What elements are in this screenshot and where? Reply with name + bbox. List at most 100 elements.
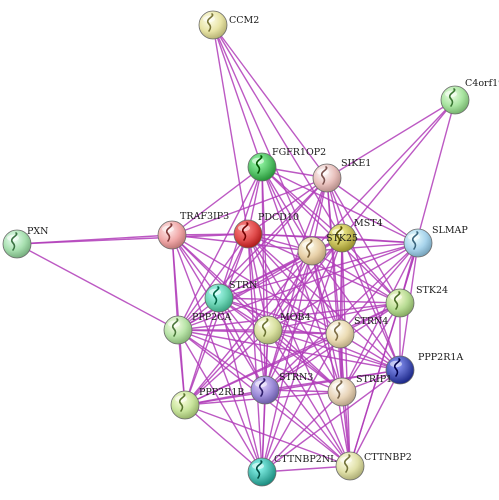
node-c4orf19[interactable]: C4orf19	[440, 78, 499, 115]
node-ppp2ca[interactable]: PPP2CA	[163, 312, 231, 345]
node-outline	[250, 375, 280, 405]
edge-stk25-mob4	[267, 250, 313, 331]
protein-structure-icon	[255, 460, 263, 479]
edge-stk25-ppp2r1b	[184, 250, 313, 406]
node-outline	[2, 229, 32, 259]
edge-sike1-slmap	[326, 177, 419, 244]
edge-stk24-ppp2ca	[177, 302, 401, 331]
edge-pxn-pdcd10	[16, 233, 249, 245]
edge-fgfr1op2-mst4	[261, 166, 343, 239]
node-outline	[247, 152, 277, 182]
node-outline	[233, 219, 263, 249]
edge-ccm2-mst4	[212, 24, 343, 239]
edge-pdcd10-strn3	[247, 233, 266, 391]
node-outline	[327, 223, 357, 253]
node-outline	[385, 288, 415, 318]
node-ppp2r1b[interactable]: PPP2R1B	[170, 387, 244, 420]
node-sike1[interactable]: SIKE1	[312, 158, 371, 193]
node-stk24[interactable]: STK24	[385, 285, 448, 318]
edges-layer	[16, 24, 456, 473]
node-strn3[interactable]: STRN3	[250, 372, 313, 405]
node-strn[interactable]: STRN	[204, 280, 257, 313]
edge-sike1-strn	[218, 177, 328, 299]
edge-pdcd10-ppp2r1a	[247, 233, 401, 371]
edge-pdcd10-ppp2ca	[177, 233, 249, 331]
edge-ccm2-fgfr1op2	[212, 24, 263, 168]
edge-mob4-ppp2r1b	[184, 329, 269, 406]
edge-pdcd10-cttnbp2	[247, 233, 351, 467]
node-ppp2r1a[interactable]: PPP2R1A	[385, 352, 463, 385]
node-outline	[327, 377, 357, 407]
node-outline	[163, 315, 193, 345]
edge-strn-ppp2r1b	[184, 297, 220, 406]
node-slmap[interactable]: SLMAP	[403, 225, 468, 258]
node-label: STRN3	[279, 372, 313, 383]
edge-fgfr1op2-ppp2ca	[177, 166, 263, 331]
node-label: PPP2R1A	[418, 352, 463, 363]
node-traf3ip3[interactable]: TRAF3IP3	[157, 211, 229, 250]
node-stk25[interactable]: STK25	[297, 233, 358, 266]
node-outline	[247, 457, 277, 487]
edge-pdcd10-strip1	[247, 233, 343, 393]
edge-fgfr1op2-strn3	[261, 166, 266, 391]
edge-stk25-stk24	[311, 250, 401, 304]
edge-strn-strn3	[218, 297, 266, 391]
node-outline	[253, 315, 283, 345]
node-outline	[157, 220, 187, 250]
edge-c4orf19-stk24	[399, 99, 456, 304]
protein-structure-icon	[335, 226, 343, 245]
edge-ccm2-sike1	[212, 24, 328, 179]
edge-cttnbp2nl-cttnbp2	[261, 465, 351, 473]
protein-structure-icon	[255, 155, 263, 174]
node-label: PPP2R1B	[199, 387, 244, 398]
node-outline	[440, 85, 470, 115]
edge-c4orf19-sike1	[326, 99, 456, 179]
node-mst4[interactable]: MST4	[327, 218, 383, 253]
edge-sike1-mob4	[267, 177, 328, 331]
edge-strn-cttnbp2	[218, 297, 351, 467]
edge-strip1-cttnbp2nl	[261, 391, 343, 473]
node-strip1[interactable]: STRIP1	[327, 374, 392, 407]
edge-stk24-cttnbp2	[349, 302, 401, 467]
edge-mst4-ppp2r1a	[341, 237, 401, 371]
edge-strn-cttnbp2nl	[218, 297, 263, 473]
protein-structure-icon	[393, 291, 401, 310]
node-label: TRAF3IP3	[180, 211, 229, 222]
edge-slmap-ppp2ca	[177, 242, 419, 331]
node-label: PXN	[27, 226, 48, 237]
node-label: CTTNBP2NL	[274, 454, 337, 465]
node-outline	[170, 390, 200, 420]
protein-structure-icon	[10, 232, 18, 251]
edge-slmap-strip1	[341, 242, 419, 393]
node-pdcd10[interactable]: PDCD10	[233, 212, 299, 249]
protein-structure-icon	[333, 322, 341, 341]
node-strn4[interactable]: STRN4	[325, 316, 388, 349]
node-label: PPP2CA	[192, 312, 231, 323]
node-cttnbp2[interactable]: CTTNBP2	[335, 451, 412, 481]
node-mob4[interactable]: MOB4	[253, 312, 311, 345]
edge-sike1-strn3	[264, 177, 328, 391]
edge-mst4-strn3	[264, 237, 343, 391]
protein-structure-icon	[448, 88, 456, 107]
protein-structure-icon	[241, 222, 249, 241]
edge-ppp2r1a-cttnbp2	[349, 369, 401, 467]
edge-strn-strn4	[218, 297, 341, 335]
edge-ccm2-pdcd10	[212, 24, 249, 235]
edge-fgfr1op2-traf3ip3	[171, 166, 263, 236]
edge-ppp2r1a-ppp2r1b	[184, 369, 401, 406]
edge-strn-ppp2r1a	[218, 297, 401, 371]
node-label: STK24	[416, 285, 448, 296]
node-pxn[interactable]: PXN	[2, 226, 48, 259]
node-outline	[385, 355, 415, 385]
protein-structure-icon	[343, 454, 351, 473]
node-fgfr1op2[interactable]: FGFR1OP2	[247, 147, 326, 182]
node-ccm2[interactable]: CCM2	[198, 10, 259, 40]
node-label: STRN	[229, 280, 257, 291]
node-outline	[312, 163, 342, 193]
edge-pdcd10-mob4	[247, 233, 269, 331]
node-label: MOB4	[280, 312, 311, 323]
edge-ppp2r1b-cttnbp2nl	[184, 404, 263, 473]
node-outline	[403, 228, 433, 258]
node-cttnbp2nl[interactable]: CTTNBP2NL	[247, 454, 337, 487]
